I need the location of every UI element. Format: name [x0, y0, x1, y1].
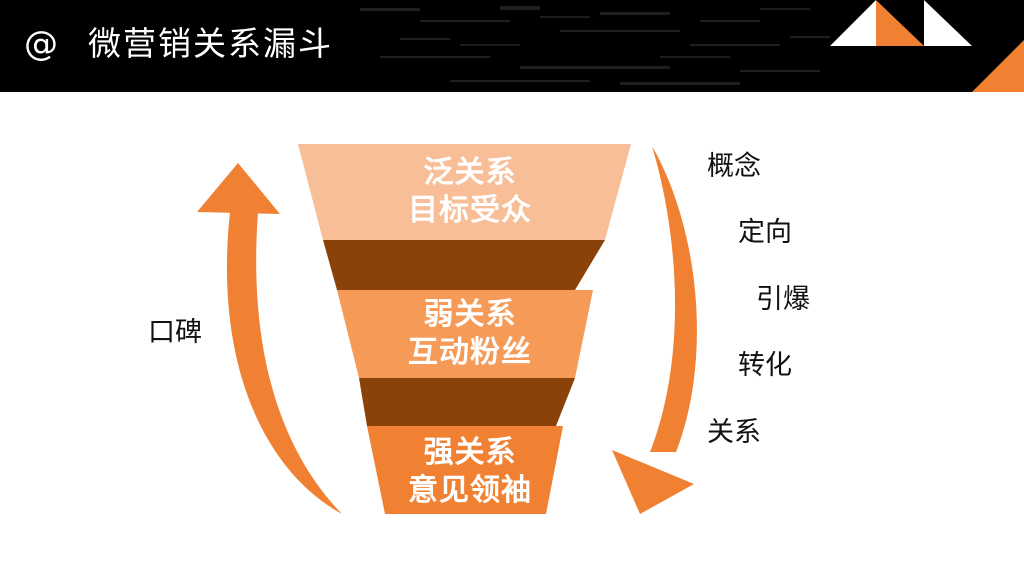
funnel-connector: [323, 240, 605, 290]
stage-audience-label: 意见领袖: [408, 473, 532, 508]
stage-relationship-label: 强关系: [423, 435, 517, 470]
funnel-stage-shape: [367, 426, 563, 514]
stage-audience-label: 目标受众: [408, 193, 532, 228]
word-of-mouth-arrow: [226, 212, 342, 514]
word-of-mouth-label: 口碑: [148, 317, 202, 348]
arrow-head-icon: [612, 450, 694, 514]
stage-relationship-label: 弱关系: [423, 297, 517, 332]
arrow-head-icon: [197, 163, 280, 214]
conversion-process-arrow: [650, 146, 697, 452]
funnel-stage-shape: [298, 144, 631, 240]
decor-triangle: [972, 40, 1024, 92]
corner-triangles-decoration: [830, 0, 1024, 92]
stage-audience-label: 互动粉丝: [408, 335, 532, 370]
page-title: 微营销关系漏斗: [88, 24, 333, 63]
process-step-label: 关系: [707, 417, 761, 448]
process-step-label: 定向: [738, 217, 792, 248]
header-texture: [360, 6, 830, 85]
process-step-label: 概念: [707, 151, 761, 182]
funnel-stage-shape: [337, 290, 593, 378]
stage-relationship-label: 泛关系: [423, 155, 517, 190]
funnel-stage-label: 泛关系 目标受众: [380, 154, 560, 230]
funnel-stage-label: 强关系 意见领袖: [380, 434, 560, 510]
funnel-stage-label: 弱关系 互动粉丝: [380, 296, 560, 372]
decor-triangle: [924, 0, 972, 46]
funnel-connector: [359, 378, 575, 426]
decor-triangle: [830, 0, 876, 46]
at-sign-icon: @: [24, 24, 58, 64]
header-banner: @ 微营销关系漏斗: [0, 0, 1024, 92]
process-step-label: 转化: [738, 350, 792, 381]
process-step-label: 引爆: [756, 284, 810, 315]
decor-triangle: [876, 0, 924, 46]
